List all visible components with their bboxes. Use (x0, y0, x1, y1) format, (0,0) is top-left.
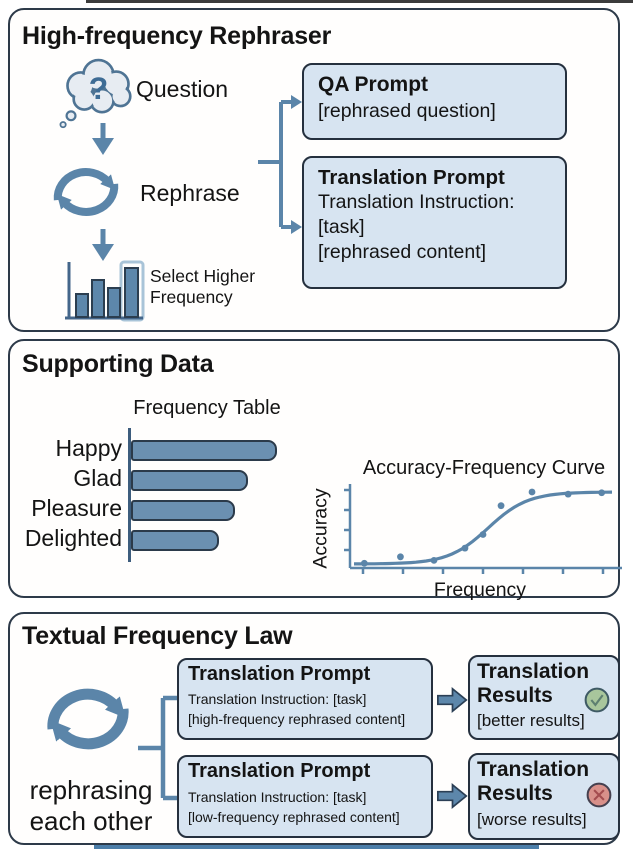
panel2-title: Supporting Data (22, 350, 214, 378)
task-placeholder-line: [task] (318, 216, 365, 238)
question-mark-glyph: ? (89, 70, 108, 106)
low-prompt-title: Translation Prompt (188, 760, 371, 782)
frequency-table-title: Frequency Table (133, 397, 281, 419)
sigmoid-curve (354, 490, 613, 566)
bar-label: Pleasure (31, 495, 122, 521)
rephrasing-cycle-icon (47, 688, 129, 750)
panel3-title: Textual Frequency Law (22, 622, 293, 650)
bar-label: Delighted (24, 525, 122, 551)
cycle-caption-line1: rephrasing (29, 775, 153, 805)
bar-chart-axis (128, 428, 131, 562)
panel1-title: High-frequency Rephraser (22, 22, 332, 50)
right-block-arrow-icon (437, 686, 468, 714)
scatter-point (461, 544, 469, 552)
down-arrow-icon (92, 123, 114, 155)
translation-prompt-box (302, 156, 567, 289)
better-results-title2: Results (477, 684, 553, 707)
bottom-crop-strip (94, 845, 539, 849)
frequency-bar (131, 440, 277, 461)
low-frequency-prompt-box (177, 755, 433, 838)
low-prompt-instruction: Translation Instruction: [task] (188, 789, 367, 805)
frequency-bar (131, 530, 219, 551)
x-axis-label: Frequency (433, 579, 527, 601)
rephrase-cycle-icon (53, 168, 119, 216)
panel-supporting-data (8, 339, 620, 598)
scatter-point (360, 559, 368, 567)
connector-bracket-bottom (138, 695, 177, 801)
check-icon (584, 687, 610, 713)
bar-label: Glad (73, 465, 122, 491)
translation-prompt-title: Translation Prompt (318, 166, 505, 189)
better-results-title1: Translation (477, 660, 590, 683)
scatter-point (479, 531, 487, 538)
top-crop-strip (86, 0, 633, 3)
rephrase-label: Rephrase (140, 180, 240, 206)
scatter-point (397, 553, 404, 561)
select-label-line1: Select Higher (150, 266, 256, 286)
high-prompt-title: Translation Prompt (188, 663, 371, 685)
select-higher-frequency-icon (65, 260, 145, 322)
scatter-point (430, 557, 438, 564)
qa-prompt-title: QA Prompt (318, 73, 429, 96)
high-prompt-instruction: Translation Instruction: [task] (188, 691, 367, 707)
thought-cloud-icon: ? (59, 58, 132, 129)
qa-prompt-line: [rephrased question] (318, 100, 496, 122)
scatter-point (497, 502, 505, 510)
worse-results-detail: [worse results] (477, 810, 587, 829)
scatter-point (564, 490, 572, 498)
down-arrow-icon (92, 229, 114, 261)
question-label: Question (136, 76, 229, 102)
translation-instruction-line: Translation Instruction: (318, 191, 515, 213)
low-prompt-content: [low-frequency rephrased content] (188, 809, 400, 825)
high-frequency-prompt-box (177, 658, 433, 740)
worse-results-title1: Translation (477, 758, 590, 781)
scatter-point (528, 488, 536, 496)
frequency-bar (131, 470, 248, 491)
rephrased-content-line: [rephrased content] (318, 241, 487, 263)
connector-bracket (258, 95, 302, 234)
right-block-arrow-icon (437, 782, 468, 810)
y-axis-label: Accuracy (309, 488, 332, 569)
better-results-detail: [better results] (477, 711, 585, 730)
qa-prompt-box (302, 63, 567, 140)
bar-label: Happy (55, 435, 122, 461)
worse-results-title2: Results (477, 782, 553, 805)
scatter-point (598, 489, 606, 497)
select-label-line2: Frequency (150, 287, 233, 307)
curve-title: Accuracy-Frequency Curve (362, 457, 606, 479)
cross-icon (586, 782, 612, 808)
high-prompt-content: [high-frequency rephrased content] (188, 711, 406, 727)
accuracy-frequency-plot (344, 484, 622, 574)
frequency-bar (131, 500, 235, 521)
cycle-caption-line2: each other (29, 806, 153, 836)
